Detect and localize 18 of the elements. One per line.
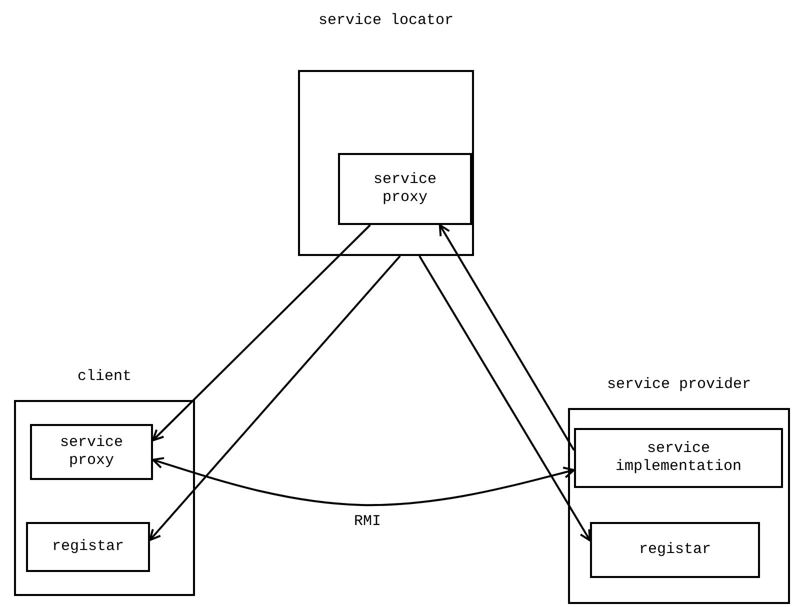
component-label: registar xyxy=(638,541,711,559)
component-label: service proxy xyxy=(373,171,436,207)
arrow xyxy=(438,224,575,451)
group-heading: client xyxy=(78,368,132,385)
group-heading: service provider xyxy=(606,376,752,393)
component-label: service implementation xyxy=(615,440,742,476)
component-box xyxy=(574,428,783,488)
component-box xyxy=(26,522,150,572)
component-box xyxy=(30,424,153,480)
component-label: registar xyxy=(52,538,124,556)
group-heading: service locator xyxy=(318,12,454,29)
component-box xyxy=(338,153,472,225)
arrow xyxy=(152,224,371,442)
arrow xyxy=(149,255,401,541)
component-label: service proxy xyxy=(60,434,123,470)
curved-arrow xyxy=(152,457,575,506)
component-box xyxy=(590,522,760,578)
arrow xyxy=(418,255,591,542)
